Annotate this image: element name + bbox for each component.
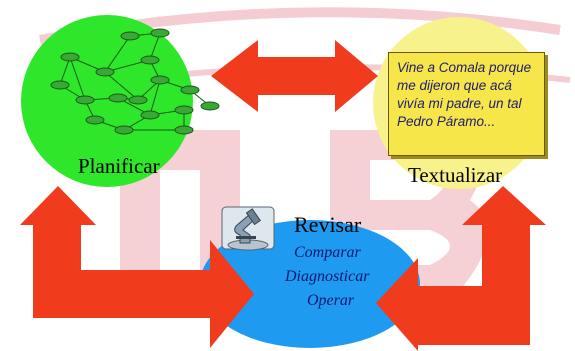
revisar-item-diagnosticar: Diagnosticar	[285, 268, 370, 285]
arrow-planificar-textualizar	[211, 40, 378, 112]
arrow-planificar-revisar	[20, 186, 254, 348]
revisar-ellipse	[200, 220, 420, 348]
textualizar-label: Textualizar	[408, 163, 503, 187]
arrow-textualizar-revisar	[376, 186, 546, 351]
microscope-icon	[221, 206, 275, 251]
revisar-label: Revisar	[294, 212, 362, 237]
network-graph-icon	[50, 28, 220, 135]
quote-note: Vine a Comala porque me dijeron que acá …	[388, 52, 545, 156]
planificar-label: Planificar	[78, 154, 160, 178]
revisar-item-operar: Operar	[307, 292, 355, 309]
quote-text: Vine a Comala porque me dijeron que acá …	[397, 60, 532, 129]
revisar-item-comparar: Comparar	[294, 244, 361, 261]
